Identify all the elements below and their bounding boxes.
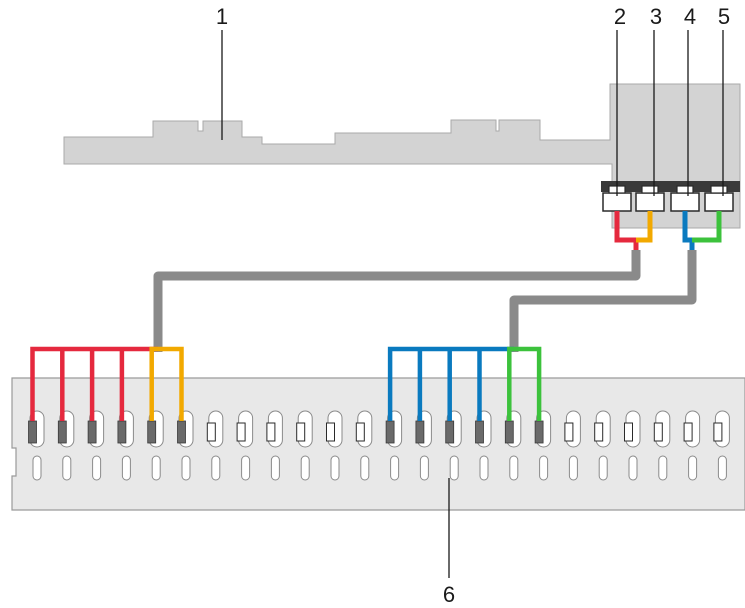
callout-4: 4 bbox=[684, 4, 696, 196]
connector-stub-occupied bbox=[385, 420, 395, 444]
connector-stub-occupied bbox=[504, 420, 514, 444]
wire-orange-connector bbox=[636, 211, 653, 243]
slot-lower bbox=[300, 455, 310, 481]
connector-stub-empty bbox=[206, 422, 216, 442]
fanout-wire bbox=[30, 346, 158, 421]
connector-stub-occupied bbox=[57, 420, 67, 444]
slot-lower bbox=[658, 455, 668, 481]
slot-lower bbox=[688, 455, 698, 481]
slot-lower bbox=[449, 455, 459, 481]
slot-lower bbox=[568, 455, 578, 481]
wire-green-connector bbox=[692, 211, 722, 243]
connector-stub-empty bbox=[564, 422, 574, 442]
fanout-wires bbox=[30, 346, 542, 421]
connector-stub-occupied bbox=[147, 420, 157, 444]
slot-lower bbox=[62, 455, 72, 481]
callout-3: 3 bbox=[650, 4, 662, 196]
slot-lower bbox=[419, 455, 429, 481]
board-outline bbox=[63, 83, 741, 229]
slot-lower bbox=[121, 455, 131, 481]
slot-lower bbox=[151, 455, 161, 481]
slot-lower bbox=[509, 455, 519, 481]
slot-lower bbox=[598, 455, 608, 481]
fanout-wire bbox=[514, 346, 542, 421]
slot-lower bbox=[330, 455, 340, 481]
connector-stub-empty bbox=[683, 422, 693, 442]
connector-stub-empty bbox=[296, 422, 306, 442]
slot-lower bbox=[717, 455, 727, 481]
callout-5: 5 bbox=[718, 4, 730, 196]
connector-stub-empty bbox=[266, 422, 276, 442]
callout-6: 6 bbox=[443, 478, 455, 607]
connector-stub-empty bbox=[355, 422, 365, 442]
connector-stub-empty bbox=[326, 422, 335, 442]
backplane bbox=[11, 377, 745, 511]
connector-port-3 bbox=[635, 185, 665, 212]
connector-stub-occupied bbox=[534, 420, 544, 444]
slot-lower bbox=[390, 455, 400, 481]
connector-stub-empty bbox=[236, 422, 246, 442]
slot-lower bbox=[479, 455, 489, 481]
slot-lower bbox=[270, 455, 280, 481]
system-board bbox=[63, 83, 741, 229]
callout-1-label: 1 bbox=[216, 4, 228, 29]
slot-lower bbox=[539, 455, 549, 481]
callout-2-label: 2 bbox=[614, 4, 626, 29]
connector-stub-occupied bbox=[415, 420, 425, 444]
fanout-wire bbox=[387, 346, 514, 421]
slot-lower bbox=[628, 455, 638, 481]
callout-5-label: 5 bbox=[718, 4, 730, 29]
connector-stub-occupied bbox=[117, 420, 127, 444]
connector-stub-empty bbox=[624, 422, 633, 442]
slot-lower bbox=[181, 455, 191, 481]
callout-3-label: 3 bbox=[650, 4, 662, 29]
slot-lower bbox=[32, 455, 42, 481]
connector-stub-occupied bbox=[445, 420, 455, 444]
fanout-wire bbox=[149, 346, 158, 421]
callout-1: 1 bbox=[216, 4, 228, 140]
connector-stub-occupied bbox=[177, 420, 186, 444]
slot-lower bbox=[211, 455, 221, 481]
connector-stub-occupied bbox=[87, 420, 97, 444]
connector-stub-occupied bbox=[475, 420, 484, 444]
cable-left-trunk bbox=[153, 250, 641, 352]
connector-port-5 bbox=[704, 185, 734, 212]
callout-6-label: 6 bbox=[443, 582, 455, 607]
connector-stub-occupied bbox=[28, 420, 37, 444]
callout-4-label: 4 bbox=[684, 4, 696, 29]
cable-right-trunk bbox=[509, 250, 697, 352]
connector-strip bbox=[601, 181, 740, 192]
connector-stub-empty bbox=[594, 422, 604, 442]
fanout-wire bbox=[507, 346, 514, 421]
slot-lower bbox=[241, 455, 251, 481]
slot-lower bbox=[360, 455, 370, 481]
callout-2: 2 bbox=[614, 4, 626, 196]
slot-lower bbox=[92, 455, 102, 481]
connector-stub-empty bbox=[713, 422, 723, 442]
connector-stub-empty bbox=[653, 422, 663, 442]
wire-red-connector bbox=[614, 211, 639, 250]
fanout-wire bbox=[158, 346, 184, 421]
wire-blue-connector bbox=[682, 211, 695, 250]
